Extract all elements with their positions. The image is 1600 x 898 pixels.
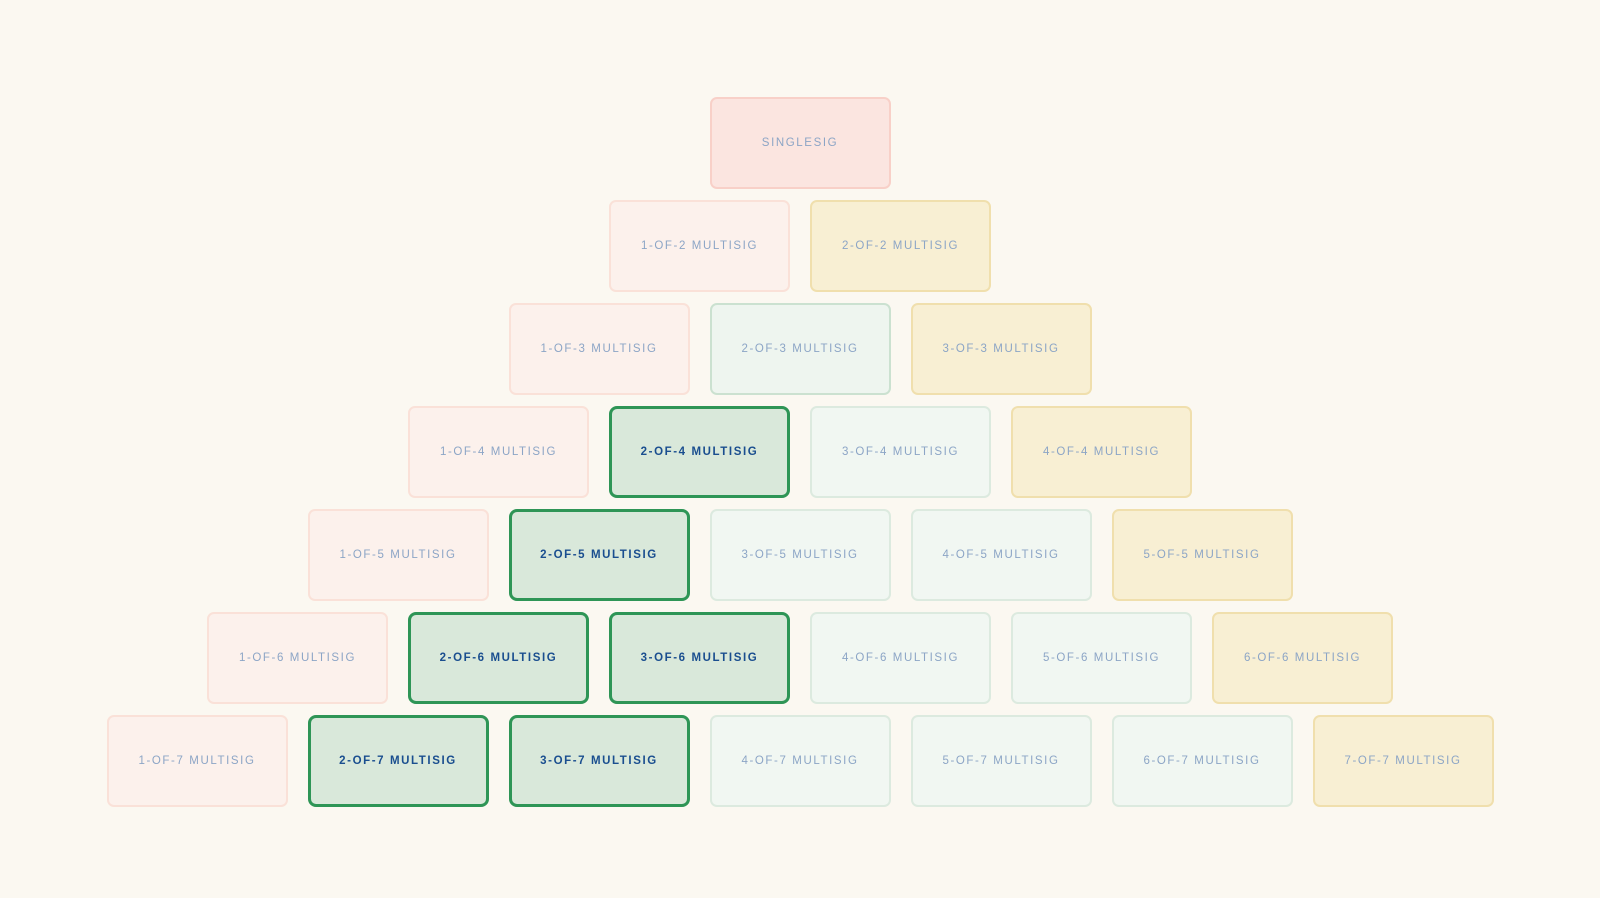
node-2-of-3-multisig[interactable]: 2-OF-3 MULTISIG <box>709 303 891 395</box>
node-5-of-6-multisig[interactable]: 5-OF-6 MULTISIG <box>1011 612 1192 704</box>
node-2-of-5-multisig[interactable]: 2-OF-5 MULTISIG <box>508 509 690 601</box>
node-3-of-3-multisig[interactable]: 3-OF-3 MULTISIG <box>910 303 1092 395</box>
node-label: 2-OF-7 MULTISIG <box>339 755 457 767</box>
node-label: 1-OF-6 MULTISIG <box>238 652 357 664</box>
node-1-of-5-multisig[interactable]: 1-OF-5 MULTISIG <box>307 509 489 601</box>
node-label: 1-OF-7 MULTISIG <box>138 755 256 767</box>
node-label: 2-OF-5 MULTISIG <box>540 549 658 561</box>
node-2-of-2-multisig[interactable]: 2-OF-2 MULTISIG <box>810 200 991 292</box>
node-1-of-7-multisig[interactable]: 1-OF-7 MULTISIG <box>106 715 288 807</box>
node-label: 4-OF-6 MULTISIG <box>841 652 960 664</box>
node-label: 3-OF-7 MULTISIG <box>540 755 658 767</box>
pyramid-row-1: SINGLESIG <box>709 97 891 189</box>
node-label: 1-OF-5 MULTISIG <box>339 549 457 561</box>
node-5-of-7-multisig[interactable]: 5-OF-7 MULTISIG <box>910 715 1092 807</box>
node-label: 2-OF-3 MULTISIG <box>741 343 859 355</box>
node-label: 5-OF-6 MULTISIG <box>1042 652 1161 664</box>
node-label: 3-OF-4 MULTISIG <box>841 446 960 458</box>
node-label: 6-OF-7 MULTISIG <box>1143 755 1261 767</box>
node-label: 5-OF-5 MULTISIG <box>1143 549 1261 561</box>
node-7-of-7-multisig[interactable]: 7-OF-7 MULTISIG <box>1312 715 1494 807</box>
node-6-of-7-multisig[interactable]: 6-OF-7 MULTISIG <box>1111 715 1293 807</box>
pyramid-row-4: 1-OF-4 MULTISIG 2-OF-4 MULTISIG 3-OF-4 MUL… <box>408 406 1192 498</box>
node-3-of-5-multisig[interactable]: 3-OF-5 MULTISIG <box>709 509 891 601</box>
node-3-of-4-multisig[interactable]: 3-OF-4 MULTISIG <box>810 406 991 498</box>
node-3-of-6-multisig[interactable]: 3-OF-6 MULTISIG <box>609 612 790 704</box>
node-2-of-6-multisig[interactable]: 2-OF-6 MULTISIG <box>408 612 589 704</box>
node-2-of-4-multisig[interactable]: 2-OF-4 MULTISIG <box>609 406 790 498</box>
node-label: 2-OF-4 MULTISIG <box>640 446 759 458</box>
node-5-of-5-multisig[interactable]: 5-OF-5 MULTISIG <box>1111 509 1293 601</box>
node-2-of-7-multisig[interactable]: 2-OF-7 MULTISIG <box>307 715 489 807</box>
node-label: 1-OF-2 MULTISIG <box>640 240 759 252</box>
node-1-of-2-multisig[interactable]: 1-OF-2 MULTISIG <box>609 200 790 292</box>
node-label: 6-OF-6 MULTISIG <box>1243 652 1362 664</box>
node-label: 4-OF-7 MULTISIG <box>741 755 859 767</box>
node-label: 3-OF-5 MULTISIG <box>741 549 859 561</box>
node-label: 1-OF-4 MULTISIG <box>439 446 558 458</box>
node-3-of-7-multisig[interactable]: 3-OF-7 MULTISIG <box>508 715 690 807</box>
node-1-of-3-multisig[interactable]: 1-OF-3 MULTISIG <box>508 303 690 395</box>
node-1-of-4-multisig[interactable]: 1-OF-4 MULTISIG <box>408 406 589 498</box>
pyramid-row-2: 1-OF-2 MULTISIG 2-OF-2 MULTISIG <box>609 200 991 292</box>
node-4-of-7-multisig[interactable]: 4-OF-7 MULTISIG <box>709 715 891 807</box>
pyramid-row-7: 1-OF-7 MULTISIG 2-OF-7 MULTISIG 3-OF-7 MUL… <box>106 715 1494 807</box>
pyramid-row-5: 1-OF-5 MULTISIG 2-OF-5 MULTISIG 3-OF-5 MUL… <box>307 509 1293 601</box>
node-4-of-6-multisig[interactable]: 4-OF-6 MULTISIG <box>810 612 991 704</box>
pyramid-row-6: 1-OF-6 MULTISIG 2-OF-6 MULTISIG 3-OF-6 MUL… <box>207 612 1393 704</box>
node-label: 3-OF-6 MULTISIG <box>640 652 759 664</box>
node-label: 1-OF-3 MULTISIG <box>540 343 658 355</box>
node-label: 3-OF-3 MULTISIG <box>942 343 1060 355</box>
node-label: 7-OF-7 MULTISIG <box>1344 755 1462 767</box>
node-label: 5-OF-7 MULTISIG <box>942 755 1060 767</box>
node-label: 4-OF-5 MULTISIG <box>942 549 1060 561</box>
node-label: SINGLESIG <box>761 137 839 149</box>
node-label: 4-OF-4 MULTISIG <box>1042 446 1161 458</box>
node-6-of-6-multisig[interactable]: 6-OF-6 MULTISIG <box>1212 612 1393 704</box>
node-label: 2-OF-6 MULTISIG <box>439 652 558 664</box>
node-1-of-6-multisig[interactable]: 1-OF-6 MULTISIG <box>207 612 388 704</box>
node-label: 2-OF-2 MULTISIG <box>841 240 960 252</box>
node-4-of-4-multisig[interactable]: 4-OF-4 MULTISIG <box>1011 406 1192 498</box>
node-4-of-5-multisig[interactable]: 4-OF-5 MULTISIG <box>910 509 1092 601</box>
node-singlesig[interactable]: SINGLESIG <box>709 97 891 189</box>
pyramid-row-3: 1-OF-3 MULTISIG 2-OF-3 MULTISIG 3-OF-3 MUL… <box>508 303 1092 395</box>
